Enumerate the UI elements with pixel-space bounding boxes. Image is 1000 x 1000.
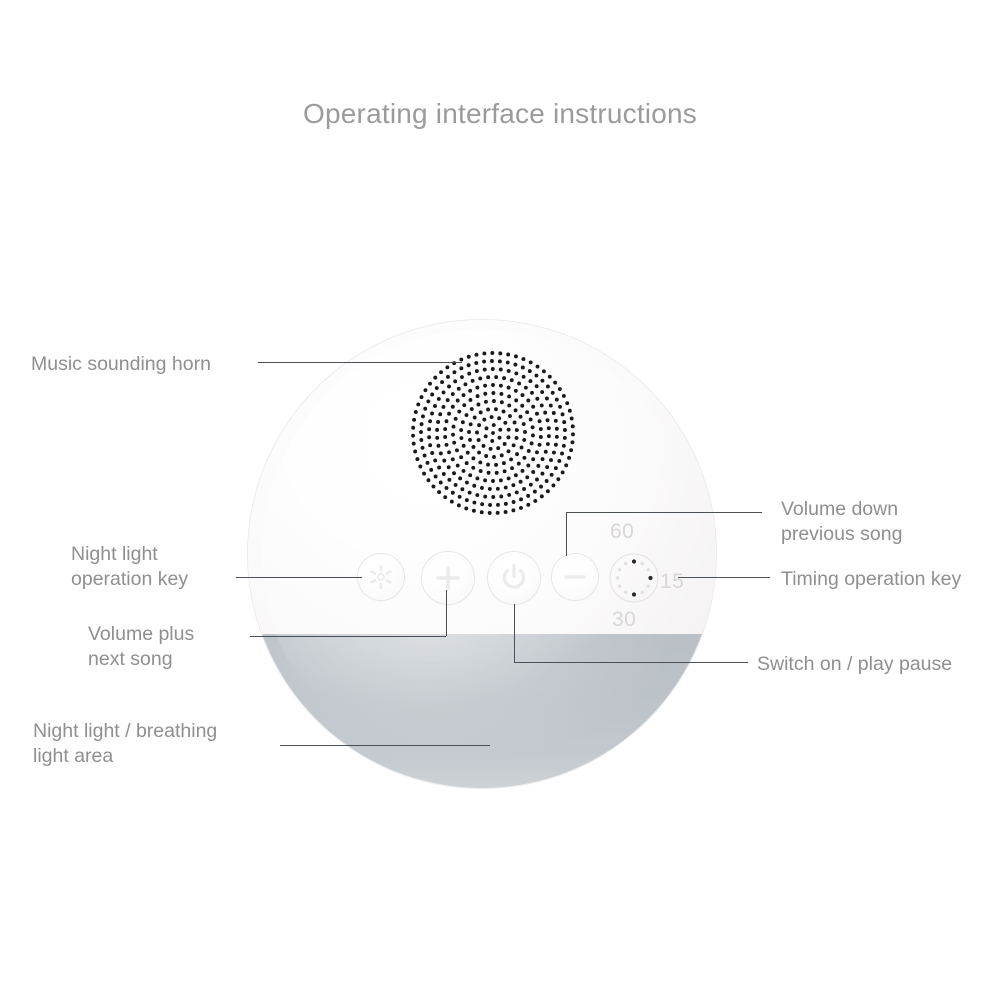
leader-line-timing-key xyxy=(678,577,770,578)
timing-mark-30: 30 xyxy=(612,608,637,631)
timing-mark-15: 15 xyxy=(660,570,685,593)
plus-icon xyxy=(433,563,463,593)
leader-line-volume-down-v xyxy=(566,512,567,556)
label-music-sounding-horn: Music sounding horn xyxy=(31,353,211,375)
nightlight-breathing-area xyxy=(248,634,716,788)
timing-mark-60: 60 xyxy=(610,520,635,543)
leader-line-volume-down-h xyxy=(566,512,762,513)
volume-down-button[interactable] xyxy=(552,554,598,600)
minus-icon xyxy=(562,564,588,590)
label-volume-plus-next-song: Volume plus next song xyxy=(88,623,195,670)
timing-dial[interactable] xyxy=(606,550,662,606)
page-title: Operating interface instructions xyxy=(303,98,697,129)
sun-brightness-icon xyxy=(368,564,394,590)
leader-line-volume-plus-h xyxy=(250,636,446,637)
leader-line-nightlight-key xyxy=(236,577,362,578)
power-button[interactable] xyxy=(488,552,540,604)
leader-line-volume-plus-v xyxy=(446,590,447,636)
leader-line-nightlight-area xyxy=(280,745,490,746)
nightlight-button[interactable] xyxy=(358,554,404,600)
power-icon xyxy=(498,562,530,594)
leader-line-music-horn xyxy=(258,362,462,363)
label-switch-on-play-pause: Switch on / play pause xyxy=(757,653,953,675)
leader-line-switch-on-h xyxy=(514,662,748,663)
label-night-light-operation-key: Night light operation key xyxy=(71,543,189,590)
label-volume-down-previous-song: Volume down previous song xyxy=(781,498,903,545)
leader-line-switch-on-v xyxy=(514,604,515,662)
label-night-light-breathing-area: Night light / breathing light area xyxy=(33,720,218,767)
label-timing-operation-key: Timing operation key xyxy=(781,568,962,590)
speaker-grille xyxy=(402,342,584,524)
volume-up-button[interactable] xyxy=(422,552,474,604)
device-body: 60 15 30 xyxy=(248,320,716,788)
